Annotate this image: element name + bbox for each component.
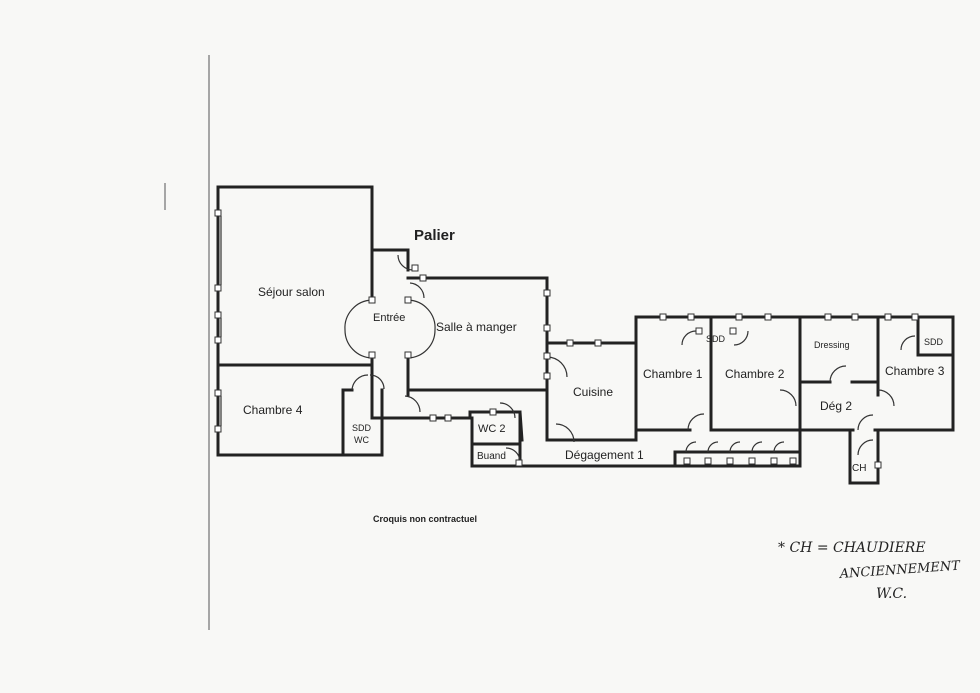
room-chambre2-label: Chambre 2 — [725, 367, 785, 381]
room-deg2-label: Dég 2 — [820, 399, 852, 413]
handwritten-note-line3: W.C. — [876, 586, 907, 602]
room-sdd-mid-label: SDD — [706, 334, 726, 344]
doors — [344, 254, 916, 463]
room-buand-label: Buand — [477, 451, 506, 462]
room-chambre1-label: Chambre 1 — [643, 367, 703, 381]
room-sejour-label: Séjour salon — [258, 285, 325, 299]
room-sdd-wc-label-1: SDD — [352, 423, 372, 433]
room-entree-label: Entrée — [373, 312, 405, 324]
room-cuisine-label: Cuisine — [573, 385, 613, 399]
outer-walls-left — [216, 185, 410, 457]
room-dressing-label: Dressing — [814, 340, 850, 350]
walls-right — [634, 315, 955, 485]
room-salle-manger-label: Salle à manger — [436, 320, 517, 334]
handwritten-note-line1: * CH = CHAUDIERE — [778, 540, 926, 556]
room-degagement1-label: Dégagement 1 — [565, 448, 644, 462]
hinge-markers — [368, 264, 919, 469]
room-chambre3-label: Chambre 3 — [885, 364, 945, 378]
room-sdd-right-label: SDD — [924, 337, 944, 347]
room-chambre4-label: Chambre 4 — [243, 403, 303, 417]
room-sdd-wc-label-2: WC — [354, 435, 369, 445]
room-wc2-label: WC 2 — [478, 423, 506, 435]
room-ch-label: CH — [852, 463, 866, 474]
windows-left — [214, 209, 222, 433]
palier-title: Palier — [414, 227, 455, 244]
disclaimer-text: Croquis non contractuel — [373, 514, 477, 524]
handwritten-note-line2: ANCIENNEMENT — [838, 559, 961, 583]
